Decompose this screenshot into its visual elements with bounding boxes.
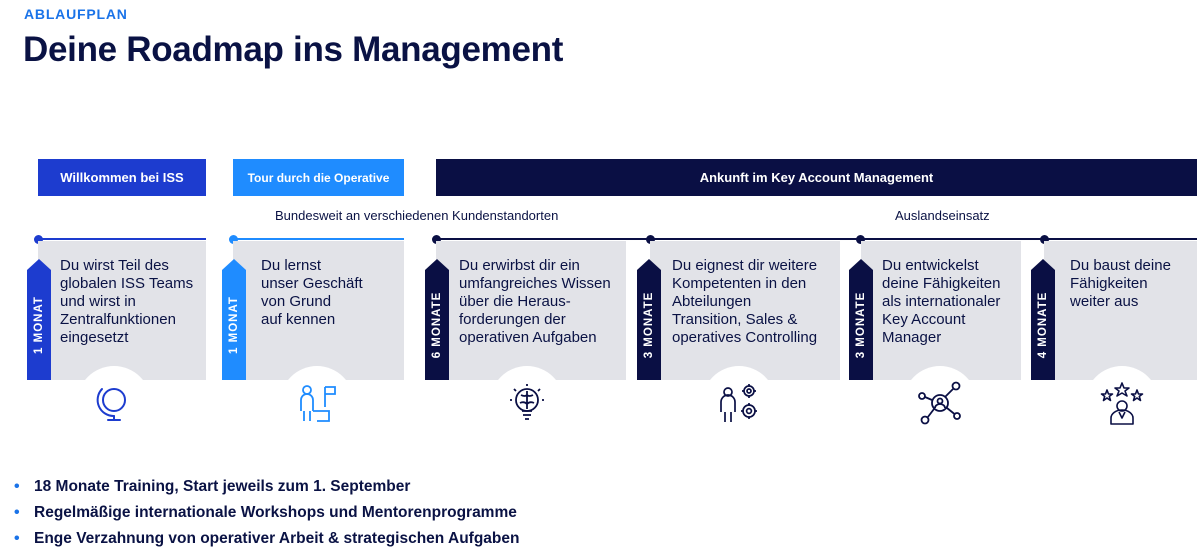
timeline-dot bbox=[229, 235, 238, 244]
step-text-line: und wirst in bbox=[60, 293, 136, 310]
step-text-line: Du lernst bbox=[261, 257, 322, 274]
step-text-line: weiter aus bbox=[1070, 293, 1139, 310]
eyebrow-label: ABLAUFPLAN bbox=[24, 6, 128, 22]
icon-circle bbox=[280, 366, 354, 440]
duration-tag: 1 MONAT bbox=[27, 259, 51, 380]
step-card: Du eignest dir weitere Kompetenten in de… bbox=[650, 241, 840, 380]
step-card: Du wirst Teil des globalen ISS Teams und… bbox=[38, 241, 206, 380]
page-title: Deine Roadmap ins Management bbox=[23, 30, 564, 69]
step-text-line: Zentralfunktionen bbox=[60, 311, 176, 328]
icon-circle bbox=[77, 366, 151, 440]
step-text-line: eingesetzt bbox=[60, 329, 129, 346]
summary-bullet: Enge Verzahnung von operativer Arbeit & … bbox=[14, 529, 519, 554]
brain-bulb-icon bbox=[510, 384, 544, 420]
timeline-line bbox=[436, 238, 1197, 240]
timeline-dot bbox=[856, 235, 865, 244]
step-text-line: Du entwickelst bbox=[882, 257, 979, 274]
step-card: Du baust deine Fähigkeiten weiter aus bbox=[1044, 241, 1197, 380]
summary-bullet: 18 Monate Training, Start jeweils zum 1.… bbox=[14, 477, 519, 503]
step-text-line: unser Geschäft bbox=[261, 275, 363, 292]
step-text-line: Kompetenten in den bbox=[672, 275, 807, 292]
step-card: Du lernst unser Geschäft von Grund auf k… bbox=[233, 241, 404, 380]
duration-tag: 4 MONATE bbox=[1031, 259, 1055, 380]
sublabel-domestic: Bundesweit an verschiedenen Kundenstando… bbox=[275, 208, 559, 223]
step-text-line: über die Heraus- bbox=[459, 293, 571, 310]
timeline-line bbox=[233, 238, 404, 240]
duration-tag: 3 MONATE bbox=[637, 259, 661, 380]
step-text-line: auf kennen bbox=[261, 311, 336, 328]
step-text-line: operatives Controlling bbox=[672, 329, 818, 346]
sublabel-abroad: Auslandseinsatz bbox=[895, 208, 990, 223]
step-text-line: von Grund bbox=[261, 293, 332, 310]
step-text-line: Abteilungen bbox=[672, 293, 752, 310]
phase-banner-tour: Tour durch die Operative bbox=[233, 159, 404, 196]
step-card: Du entwickelst deine Fähigkeiten als int… bbox=[861, 241, 1021, 380]
summary-bullet: Regelmäßige internationale Workshops und… bbox=[14, 503, 519, 529]
globe-icon bbox=[96, 388, 126, 421]
summary-bullet-list: 18 Monate Training, Start jeweils zum 1.… bbox=[14, 477, 519, 554]
step-text-line: als internationaler bbox=[882, 293, 1001, 310]
duration-tag: 1 MONAT bbox=[222, 259, 246, 380]
step-text-line: Du erwirbst dir ein bbox=[459, 257, 580, 274]
icon-circle bbox=[1085, 366, 1159, 440]
icon-circle bbox=[903, 366, 977, 440]
person-stars-icon bbox=[1100, 382, 1144, 425]
duration-tag: 6 MONATE bbox=[425, 259, 449, 380]
step-text-line: Transition, Sales & bbox=[672, 311, 798, 328]
person-gears-icon bbox=[720, 384, 757, 422]
icon-circle bbox=[702, 366, 776, 440]
duration-tag: 3 MONATE bbox=[849, 259, 873, 380]
timeline-dot bbox=[646, 235, 655, 244]
person-flag-icon bbox=[300, 385, 336, 422]
step-text-line: globalen ISS Teams bbox=[60, 275, 194, 292]
step-text-line: Du baust deine bbox=[1070, 257, 1171, 274]
phase-banner-key-account: Ankunft im Key Account Management bbox=[436, 159, 1197, 196]
step-text-line: Fähigkeiten bbox=[1070, 275, 1148, 292]
step-text-line: umfangreiches Wissen bbox=[459, 275, 611, 292]
icon-circle bbox=[490, 366, 564, 440]
step-text-line: deine Fähigkeiten bbox=[882, 275, 1001, 292]
timeline-dot bbox=[432, 235, 441, 244]
timeline-dot bbox=[1040, 235, 1049, 244]
step-text-line: Du wirst Teil des bbox=[60, 257, 169, 274]
step-text-line: Key Account bbox=[882, 311, 966, 328]
step-text-line: Manager bbox=[882, 329, 942, 346]
timeline-line bbox=[38, 238, 206, 240]
timeline-dot bbox=[34, 235, 43, 244]
step-card: Du erwirbst dir ein umfangreiches Wissen… bbox=[436, 241, 626, 380]
phase-banner-welcome: Willkommen bei ISS bbox=[38, 159, 206, 196]
step-text-line: Du eignest dir weitere bbox=[672, 257, 818, 274]
step-text-line: forderungen der bbox=[459, 311, 566, 328]
network-person-icon bbox=[918, 381, 961, 425]
step-text-line: operativen Aufgaben bbox=[459, 329, 597, 346]
